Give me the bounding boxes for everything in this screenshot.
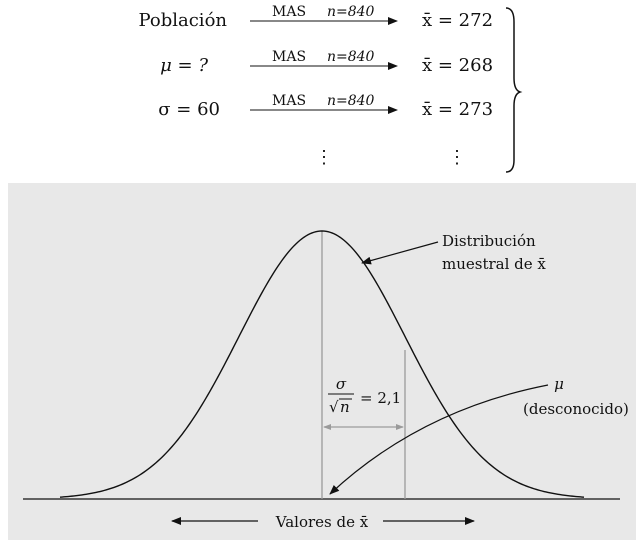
sample-mean-result: x̄ = 273 — [422, 99, 493, 120]
mu-unknown-label: μ = ? — [160, 55, 208, 76]
axis-label: Valores de x̄ — [275, 513, 369, 531]
arrow-method-label: MAS — [272, 4, 306, 20]
fraction-sqrt-symbol: √ — [329, 398, 339, 416]
normal-curve — [59, 230, 585, 498]
mu-unknown-note: (desconocido) — [523, 400, 629, 418]
sigma-label: σ = 60 — [158, 99, 220, 120]
arrow-sample-size-label: n=840 — [327, 4, 375, 20]
arrow-sample-size-label: n=840 — [327, 93, 375, 109]
arrow-sample-size-label: n=840 — [327, 49, 375, 65]
vertical-ellipsis: ⋮ — [315, 147, 333, 168]
sample-mean-result: x̄ = 268 — [422, 55, 493, 76]
distribution-label-line2: muestral de x̄ — [442, 255, 546, 273]
arrow-method-label: MAS — [272, 93, 306, 109]
sampling-scheme: Población MAS n=840 x̄ = 272 μ = ? MAS n… — [139, 4, 523, 173]
distribution-pointer-arrow — [361, 241, 439, 265]
right-brace — [505, 7, 523, 173]
sample-mean-result: x̄ = 272 — [422, 10, 493, 31]
fraction-denominator-n: n — [340, 398, 350, 416]
standard-error-value: = 2,1 — [360, 389, 401, 407]
fraction-numerator: σ — [336, 375, 347, 393]
mu-pointer-arrow — [329, 384, 549, 495]
vertical-ellipsis: ⋮ — [448, 147, 466, 168]
arrow-method-label: MAS — [272, 49, 306, 65]
distribution-label-line1: Distribución — [442, 232, 536, 250]
standard-error-label: σ √ n = 2,1 — [328, 375, 401, 416]
mu-label: μ — [554, 375, 564, 393]
population-label: Población — [139, 10, 228, 31]
